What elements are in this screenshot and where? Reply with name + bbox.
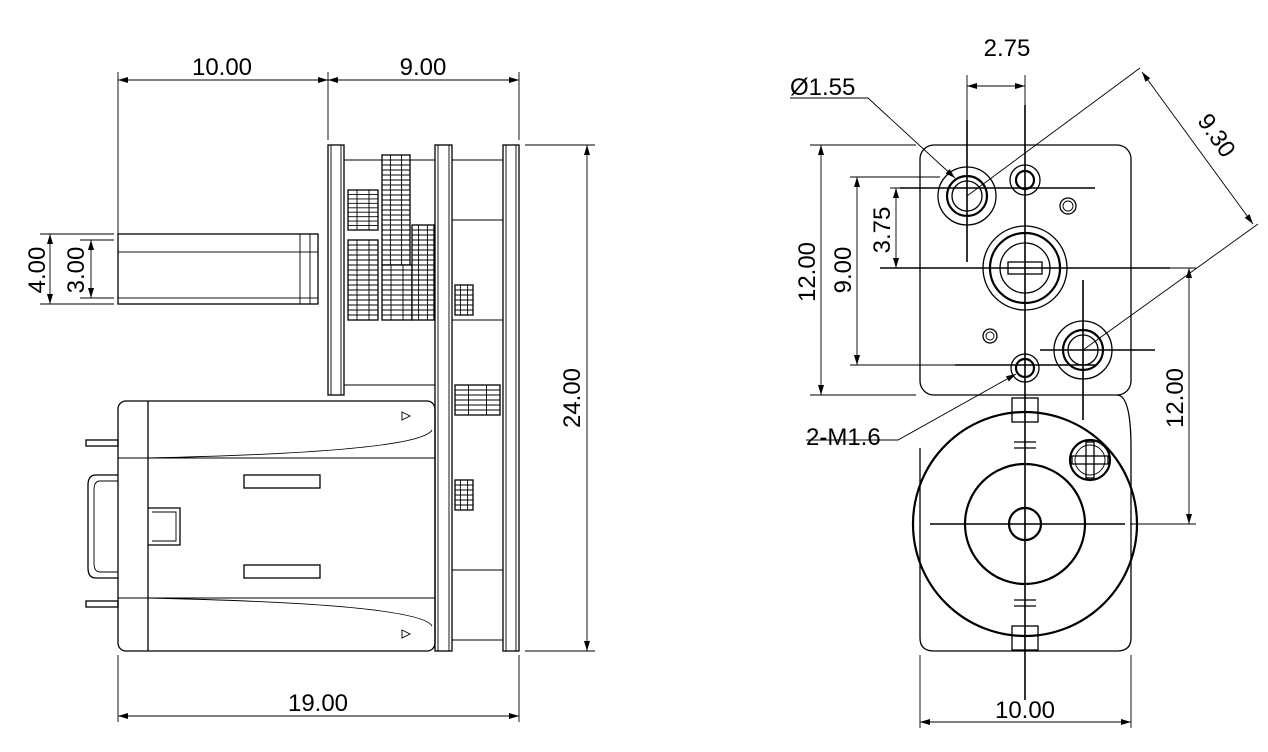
gearbox-middle-plate	[434, 144, 453, 652]
gear-stack	[454, 284, 474, 316]
gear-stack	[411, 224, 435, 321]
dim-shaft-diameter: 4.00	[24, 247, 51, 294]
dim-shaft-offset: 3.75	[869, 207, 896, 254]
dim-hole-diameter: Ø1.55	[790, 74, 855, 101]
dim-gearbox-length: 9.00	[400, 54, 447, 81]
dim-hole-vertical-spacing: 9.00	[830, 247, 857, 294]
motor-body	[85, 400, 436, 652]
screw-head-icon	[1068, 438, 1112, 482]
gearbox-rear-plate	[502, 144, 520, 652]
gear-train	[347, 154, 501, 511]
dim-diagonal: 9.30	[1192, 109, 1241, 163]
center-lines	[880, 105, 1170, 700]
side-view: 10.00 9.00 19.00 24.00 4.00 3.00	[24, 54, 595, 722]
dim-total-height: 24.00	[559, 368, 586, 428]
gear-stack	[454, 479, 474, 511]
motor-terminal-bottom	[85, 600, 119, 608]
front-view: 2.75 Ø1.55 9.30 12.00 9.00 3.75 12.00 10…	[790, 35, 1259, 728]
gear-stack	[454, 384, 501, 416]
dim-shaft-length: 10.00	[192, 54, 252, 81]
dim-motor-offset: 12.00	[1162, 368, 1189, 428]
gear-stack	[347, 239, 379, 321]
dim-hole-spacing: 2.75	[984, 35, 1031, 62]
dim-shaft-flat: 3.00	[63, 247, 90, 294]
gear-stack	[381, 264, 413, 321]
dim-total-length: 19.00	[288, 690, 348, 717]
gear-stack	[347, 189, 379, 231]
motor-terminal-top	[85, 439, 119, 447]
motor-slot-top	[243, 474, 321, 489]
dim-gearbox-height: 12.00	[794, 242, 821, 302]
dim-mount-thread: 2-M1.6	[806, 424, 881, 451]
dim-width: 10.00	[995, 697, 1055, 724]
front-dimensions	[790, 67, 1259, 728]
gear-stack	[381, 154, 411, 266]
output-shaft	[117, 233, 319, 305]
motor-slot-bottom	[243, 564, 321, 579]
gearbox-front-plate	[327, 144, 345, 396]
side-dimensions	[40, 72, 595, 722]
